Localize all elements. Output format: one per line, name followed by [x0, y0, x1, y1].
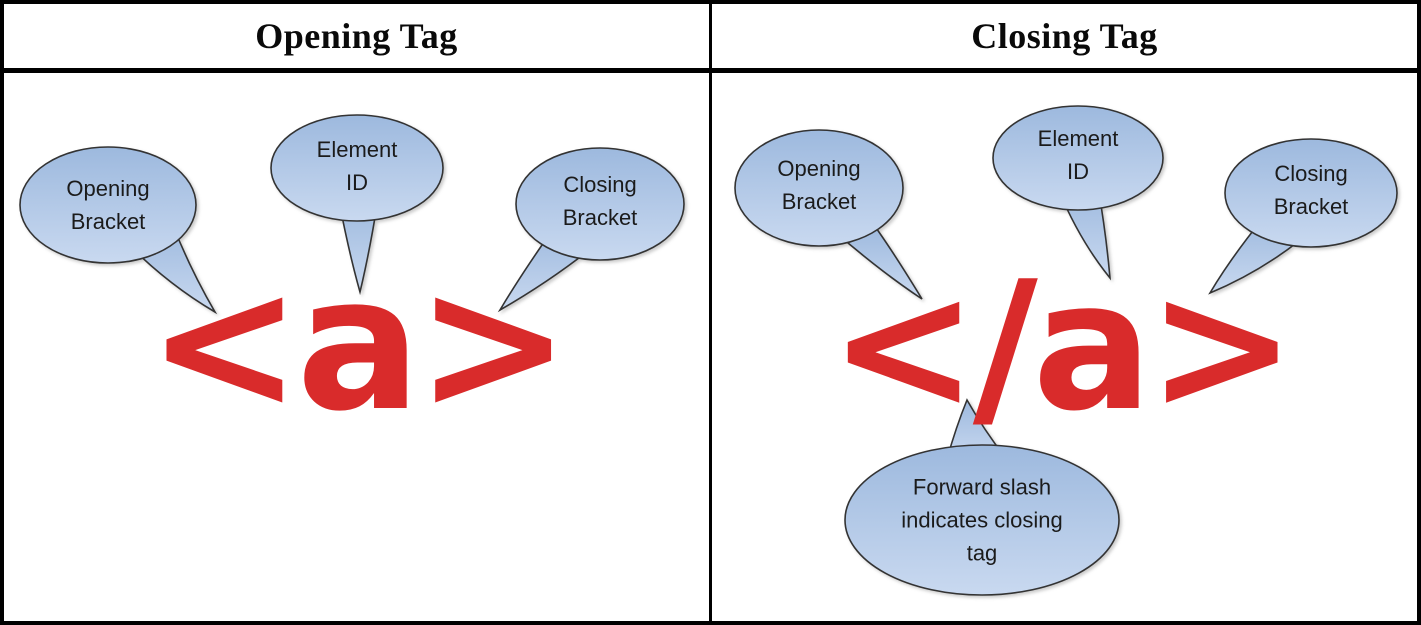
table-header-row: Opening Tag Closing Tag	[4, 4, 1417, 73]
bubble-body	[992, 105, 1164, 211]
bubble-tail	[832, 224, 923, 300]
panel-closing-tag: </a> Opening Bracket Element ID Closing …	[712, 73, 1417, 621]
label-forward-slash: Forward slash indicates closing tag	[901, 474, 1063, 566]
opening-tag-text: <a>	[147, 236, 565, 452]
closing-tag-canvas: </a>	[734, 105, 1398, 596]
label-opening-bracket: Opening Bracket	[777, 156, 861, 214]
bubble-body	[734, 129, 904, 247]
label-opening-bracket: Opening Bracket	[66, 176, 150, 234]
speech-bubble-forward-slash	[844, 398, 1120, 596]
speech-bubble-closing-bracket	[1208, 138, 1398, 295]
label-closing-bracket: Closing Bracket	[1273, 161, 1349, 219]
speech-bubble-element-id	[270, 114, 444, 296]
label-element-id: Element ID	[316, 137, 398, 195]
opening-tag-canvas: <a>	[19, 114, 685, 452]
table-body-row: <a> Opening Bracket Element ID Closing B…	[4, 73, 1417, 621]
speech-bubble-element-id	[992, 105, 1164, 281]
closing-tag-text: </a>	[829, 243, 1291, 450]
label-closing-bracket: Closing Bracket	[562, 172, 638, 230]
panel-opening-tag: <a> Opening Bracket Element ID Closing B…	[4, 73, 712, 621]
speech-bubble-opening-bracket	[734, 129, 923, 300]
speech-bubble-opening-bracket	[19, 146, 218, 315]
bubble-body	[270, 114, 444, 222]
speech-bubble-closing-bracket	[497, 147, 685, 313]
bubble-body	[515, 147, 685, 261]
label-element-id: Element ID	[1037, 126, 1119, 184]
bubble-body	[19, 146, 197, 264]
header-opening-tag: Opening Tag	[4, 4, 712, 68]
header-closing-tag: Closing Tag	[971, 16, 1158, 56]
bubble-body	[1224, 138, 1398, 248]
bubble-body	[844, 444, 1120, 596]
